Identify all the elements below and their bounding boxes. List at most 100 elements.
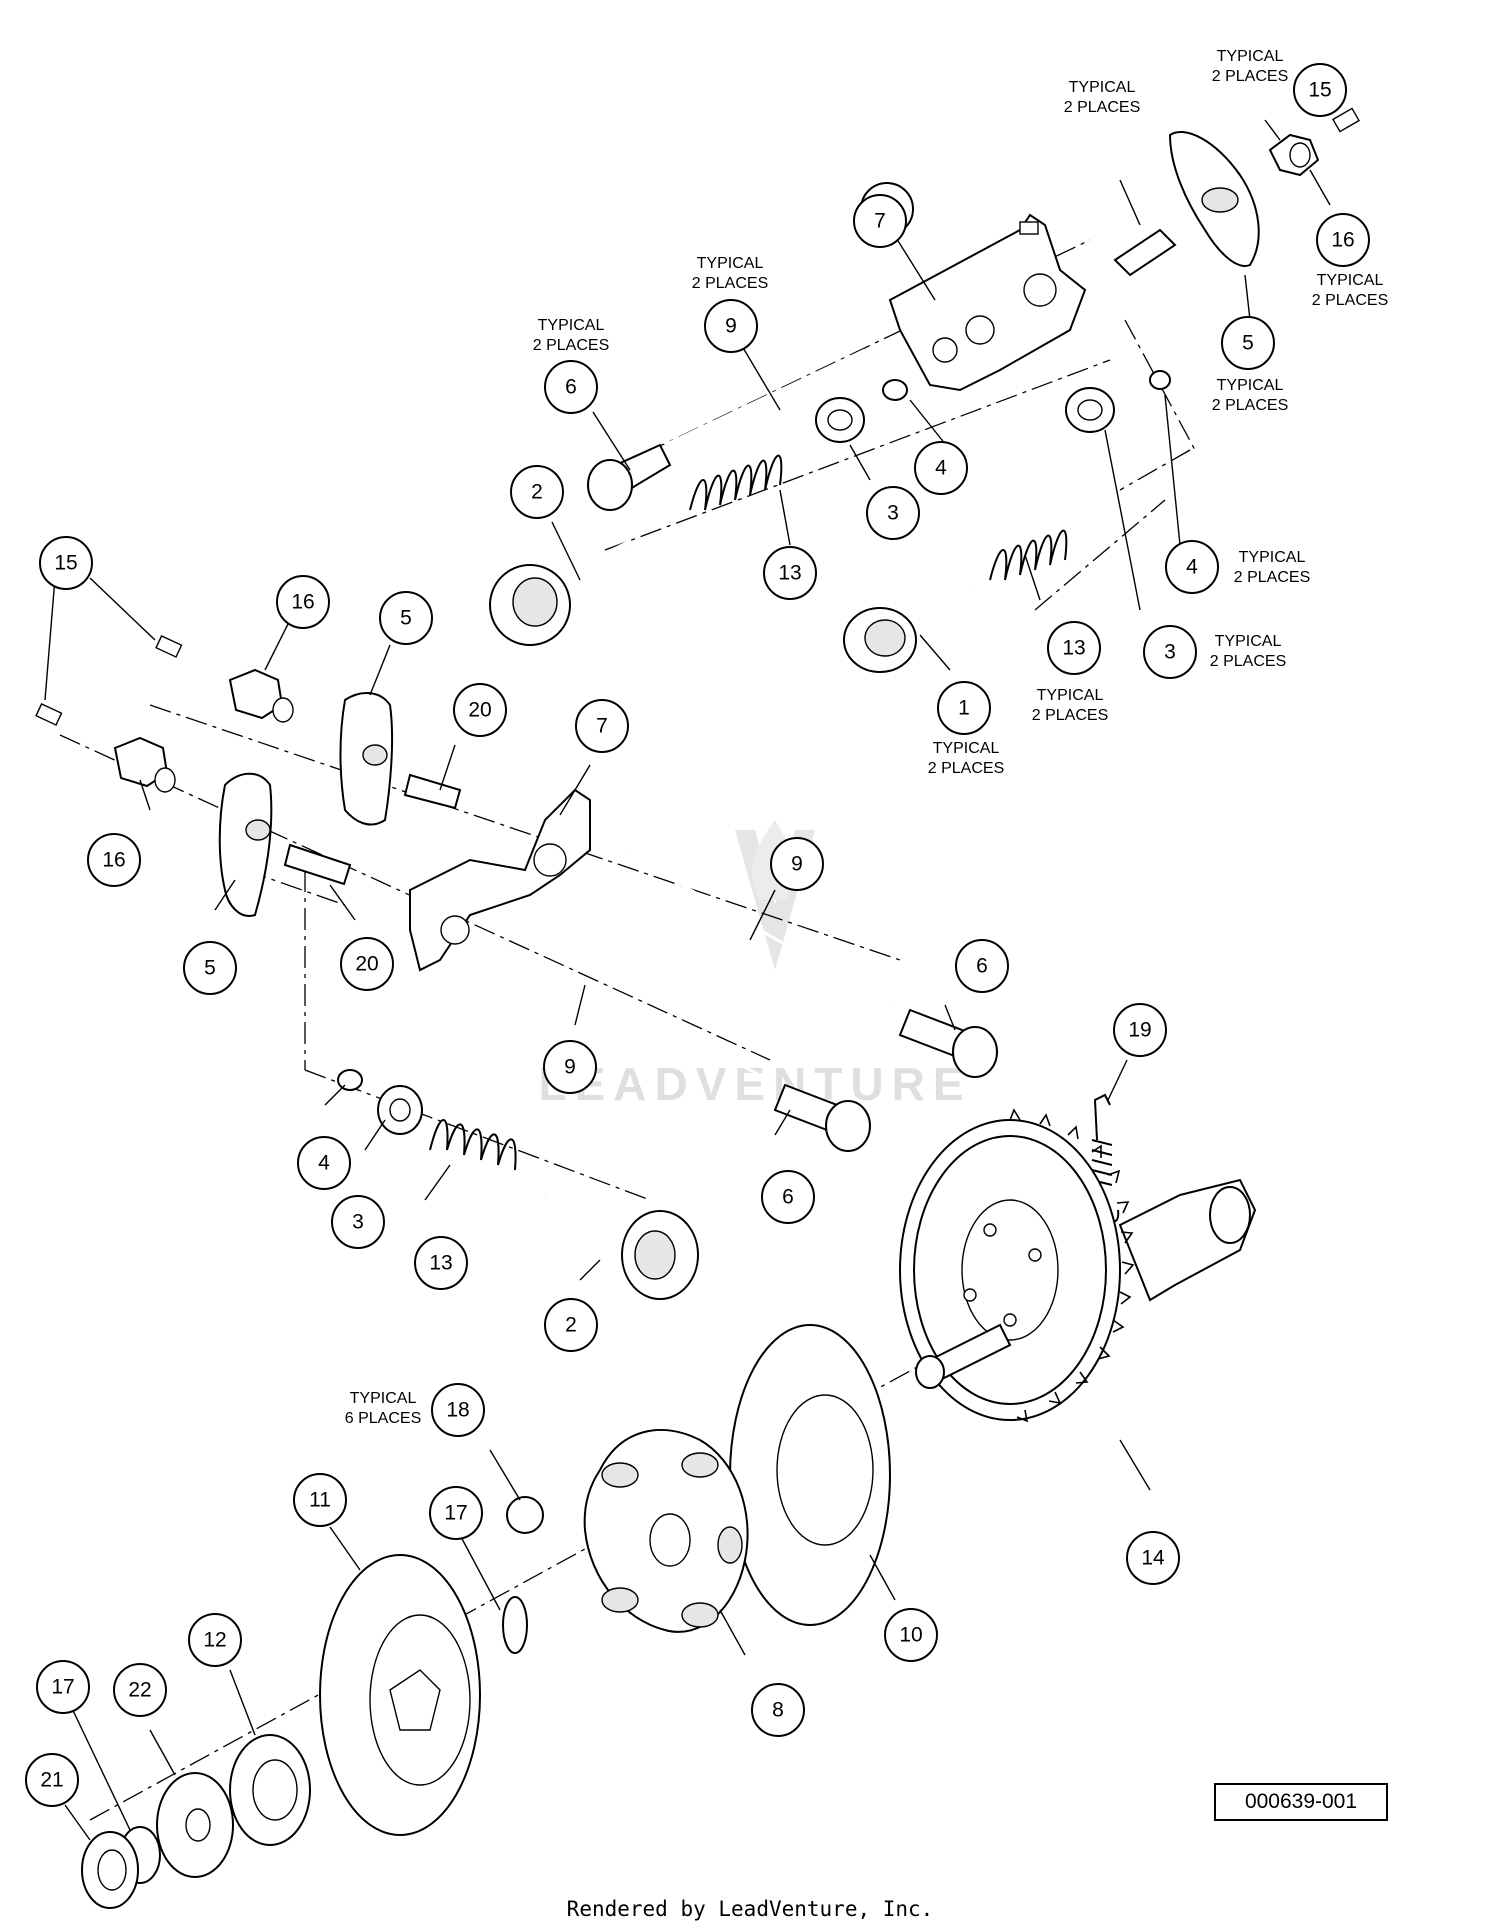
- svg-text:4: 4: [1186, 556, 1198, 579]
- callout-19: 19: [1113, 1003, 1167, 1057]
- svg-text:8: 8: [772, 1699, 784, 1722]
- callout-15-top: 15: [1293, 63, 1347, 117]
- svg-text:20: 20: [355, 953, 378, 976]
- svg-text:7: 7: [874, 210, 886, 233]
- svg-text:9: 9: [564, 1056, 576, 1079]
- svg-text:16: 16: [291, 591, 314, 614]
- svg-text:13: 13: [429, 1252, 452, 1275]
- callout-9-left: 9: [543, 1040, 597, 1094]
- guide-plate-upper: [888, 213, 1087, 392]
- callout-20-left-top: 20: [453, 683, 507, 737]
- svg-text:3: 3: [352, 1211, 364, 1234]
- svg-text:5: 5: [1242, 332, 1254, 355]
- callout-16-left: 16: [87, 833, 141, 887]
- svg-text:2: 2: [531, 481, 543, 504]
- svg-text:15: 15: [1308, 79, 1331, 102]
- upper-valve-train: [489, 107, 1360, 673]
- callout-21: 21: [25, 1753, 79, 1807]
- svg-text:10: 10: [899, 1624, 922, 1647]
- svg-text:3: 3: [887, 502, 899, 525]
- svg-text:4: 4: [935, 457, 947, 480]
- svg-text:14: 14: [1141, 1547, 1165, 1570]
- svg-text:17: 17: [444, 1502, 467, 1525]
- leaders: [44, 119, 1331, 1841]
- callout-10: 10: [884, 1608, 938, 1662]
- svg-text:5: 5: [400, 607, 412, 630]
- callout-2-left: 2: [544, 1298, 598, 1352]
- svg-text:9: 9: [791, 853, 803, 876]
- guide-plate-left: [409, 788, 591, 972]
- callout-9-left-top: 9: [770, 837, 824, 891]
- left-valve-train: [35, 634, 998, 1300]
- callout-15-left: 15: [39, 536, 93, 590]
- callout-12: 12: [188, 1613, 242, 1667]
- callout-6-left-top: 6: [955, 939, 1009, 993]
- callout-6-left: 6: [761, 1170, 815, 1224]
- footer-credit: Rendered by LeadVenture, Inc.: [566, 1897, 934, 1921]
- svg-text:11: 11: [309, 1489, 331, 1512]
- callout-5-top: 5: [1221, 316, 1275, 370]
- callout-5-left-top: 5: [379, 591, 433, 645]
- callout-3-top: 3: [866, 486, 920, 540]
- svg-text:7: 7: [596, 715, 608, 738]
- svg-text:19: 19: [1128, 1019, 1151, 1042]
- callout-20-left: 20: [340, 937, 394, 991]
- drawing-number: 000639-001: [1214, 1783, 1388, 1821]
- spring-upper-2: [989, 529, 1068, 581]
- callout-3-right: 3: [1143, 625, 1197, 679]
- callout-7-left: 7: [575, 699, 629, 753]
- svg-text:13: 13: [1062, 637, 1085, 660]
- callout-13-right: 13: [1047, 621, 1101, 675]
- callout-13-left: 13: [414, 1236, 468, 1290]
- svg-text:1: 1: [958, 697, 970, 720]
- svg-text:22: 22: [128, 1679, 151, 1702]
- svg-text:13: 13: [778, 562, 801, 585]
- callout-18: 18: [431, 1383, 485, 1437]
- watermark: LEADVENTURE: [538, 820, 971, 1110]
- callout-16-left-top: 16: [276, 575, 330, 629]
- callout-13-top: 13: [763, 546, 817, 600]
- callout-14: 14: [1126, 1531, 1180, 1585]
- callout-17-mid: 17: [429, 1486, 483, 1540]
- callouts: 20 15 16 7 9 6 2 13 3 4 5 4 3 13 1 15 16…: [25, 63, 1370, 1807]
- callout-17-low: 17: [36, 1660, 90, 1714]
- callout-4-left: 4: [297, 1136, 351, 1190]
- callout-16-top: 16: [1316, 213, 1370, 267]
- svg-text:4: 4: [318, 1152, 330, 1175]
- callout-8: 8: [751, 1683, 805, 1737]
- svg-text:16: 16: [1331, 229, 1354, 252]
- svg-text:20: 20: [468, 699, 491, 722]
- camshaft-gear: [81, 1093, 1257, 1909]
- spring-left: [429, 1119, 517, 1171]
- callout-7-a: 7: [853, 194, 907, 248]
- svg-text:9: 9: [725, 315, 737, 338]
- callout-5-left: 5: [183, 941, 237, 995]
- callout-9-top: 9: [704, 299, 758, 353]
- svg-text:5: 5: [204, 957, 216, 980]
- callout-22: 22: [113, 1663, 167, 1717]
- svg-text:3: 3: [1164, 641, 1176, 664]
- svg-text:21: 21: [40, 1769, 63, 1792]
- callout-1: 1: [937, 681, 991, 735]
- svg-text:18: 18: [446, 1399, 469, 1422]
- spring-upper: [689, 454, 783, 511]
- svg-text:17: 17: [51, 1676, 74, 1699]
- svg-text:6: 6: [565, 376, 577, 399]
- watermark-text: LEADVENTURE: [538, 1058, 971, 1110]
- svg-text:6: 6: [976, 955, 988, 978]
- svg-text:6: 6: [782, 1186, 794, 1209]
- gear-teeth: [1009, 1108, 1135, 1423]
